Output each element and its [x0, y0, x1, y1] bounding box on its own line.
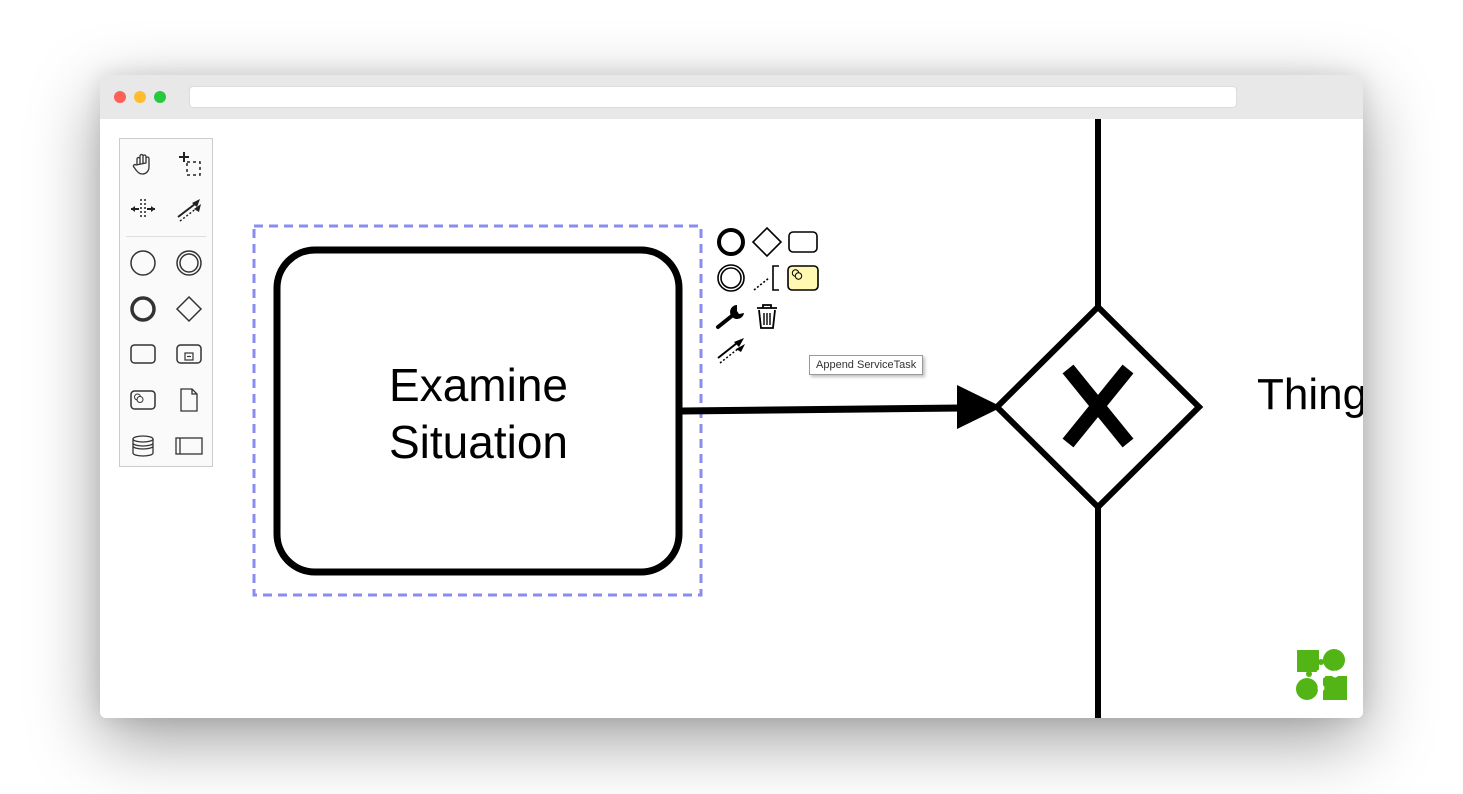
title-bar — [100, 75, 1363, 119]
lasso-tool[interactable] — [171, 146, 207, 182]
task-icon — [130, 344, 156, 364]
append-intermediate-event[interactable] — [714, 261, 748, 295]
connect-icon — [177, 199, 201, 222]
tooltip: Append ServiceTask — [809, 355, 924, 375]
bpmn-io-logo-icon[interactable] — [1295, 648, 1349, 702]
task-label: Examine Situation — [280, 354, 677, 474]
create-start-event[interactable] — [125, 245, 161, 281]
text-annotation-icon — [753, 265, 779, 291]
lasso-icon — [179, 152, 201, 176]
create-end-event[interactable] — [125, 291, 161, 327]
service-task-icon — [130, 390, 156, 410]
gateway-icon — [175, 295, 203, 323]
wrench-icon — [716, 305, 744, 329]
connect-icon — [717, 338, 745, 364]
close-window-button[interactable] — [114, 91, 126, 103]
create-intermediate-event[interactable] — [171, 245, 207, 281]
connect[interactable] — [714, 333, 748, 367]
bpmn-canvas[interactable]: Examine Situation Thing — [100, 119, 1363, 718]
data-store-icon — [132, 435, 154, 457]
task-icon — [788, 231, 818, 253]
data-object-icon — [180, 388, 198, 412]
create-subprocess[interactable] — [171, 336, 207, 372]
minimize-window-button[interactable] — [134, 91, 146, 103]
create-data-store[interactable] — [125, 428, 161, 464]
end-event-icon — [717, 228, 745, 256]
space-tool-icon — [131, 199, 155, 219]
sequence-flow-arrowhead — [957, 385, 1002, 429]
append-end-event[interactable] — [714, 225, 748, 259]
create-task[interactable] — [125, 336, 161, 372]
browser-window: Examine Situation Thing — [100, 75, 1363, 718]
intermediate-event-icon — [176, 250, 202, 276]
change-type[interactable] — [714, 299, 748, 333]
hand-tool[interactable] — [125, 146, 161, 182]
global-connect-tool[interactable] — [171, 191, 207, 227]
address-bar[interactable] — [189, 86, 1237, 108]
palette-separator — [126, 236, 206, 237]
diagram-svg — [252, 119, 1204, 718]
intermediate-event-icon — [717, 264, 745, 292]
space-tool[interactable] — [125, 191, 161, 227]
participant-icon — [175, 437, 203, 455]
delete[interactable] — [750, 299, 784, 333]
append-gateway[interactable] — [750, 225, 784, 259]
task-shape[interactable] — [273, 246, 683, 576]
gateway-label: Thing — [1257, 370, 1363, 419]
end-event-icon — [130, 296, 156, 322]
maximize-window-button[interactable] — [154, 91, 166, 103]
gateway-icon — [751, 226, 783, 258]
tool-palette — [119, 138, 213, 467]
hand-icon — [132, 153, 150, 175]
append-service-task[interactable] — [786, 261, 820, 295]
create-gateway[interactable] — [171, 291, 207, 327]
append-task[interactable] — [786, 225, 820, 259]
service-task-icon — [787, 265, 819, 291]
sequence-flow[interactable] — [681, 404, 963, 415]
create-service-task[interactable] — [125, 382, 161, 418]
create-data-object[interactable] — [171, 382, 207, 418]
start-event-icon — [130, 250, 156, 276]
gateway-x-marker-b — [1062, 364, 1134, 448]
task-label-line-1: Examine — [389, 359, 568, 411]
append-text-annotation[interactable] — [750, 261, 784, 295]
subprocess-icon — [176, 344, 202, 364]
task-label-line-2: Situation — [388, 416, 568, 468]
trash-icon — [757, 304, 777, 329]
create-participant[interactable] — [171, 428, 207, 464]
